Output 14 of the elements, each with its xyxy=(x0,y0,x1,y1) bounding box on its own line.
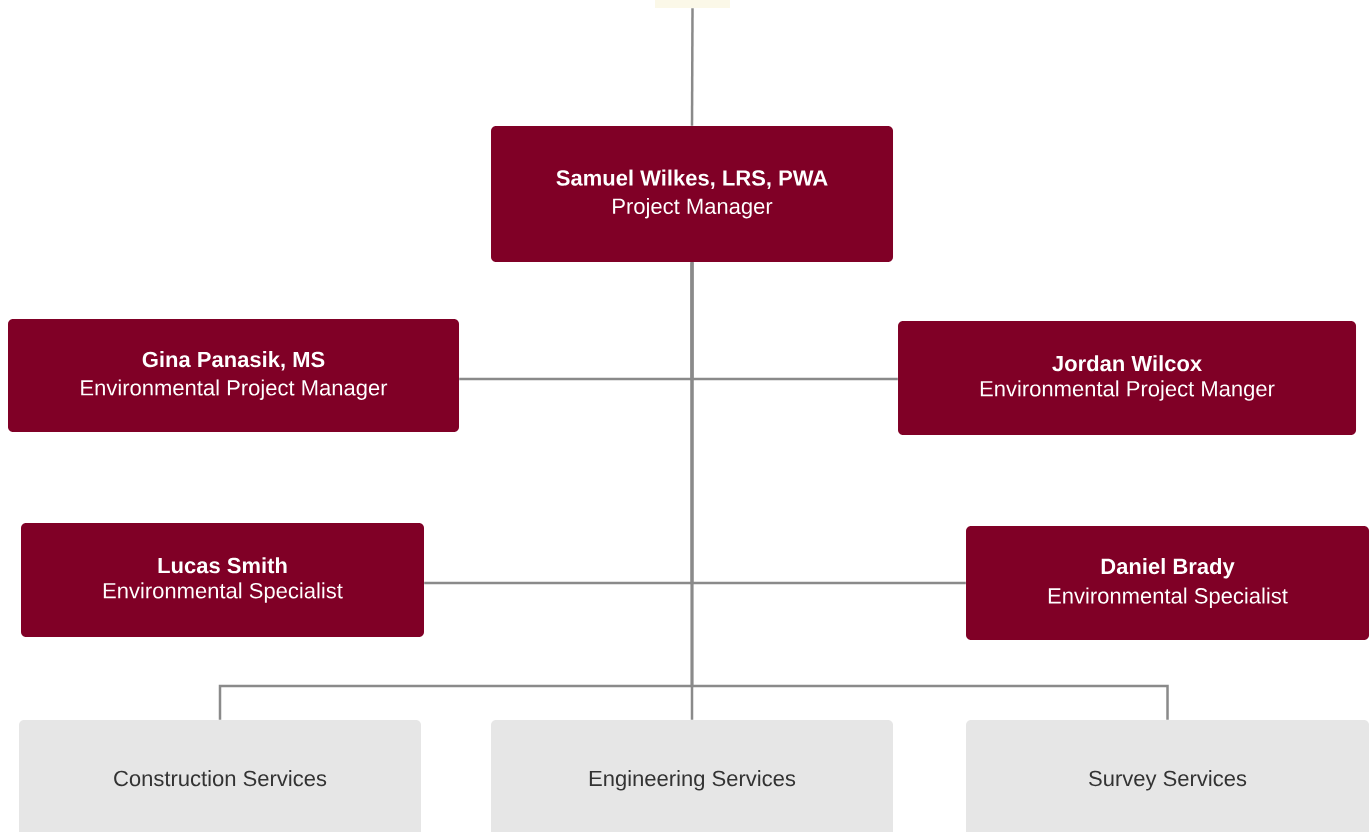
service-box xyxy=(19,720,421,832)
connector-line xyxy=(690,8,694,126)
node-label: Engineering Services xyxy=(589,770,796,791)
person-box: Daniel Brady Environmental Specialist xyxy=(966,526,1369,640)
node-label: Survey Services xyxy=(1089,770,1247,791)
person-box: Jordan Wilcox Environmental Project Manger xyxy=(898,321,1356,435)
person-box: Lucas Smith Environmental Specialist xyxy=(21,523,424,637)
person-box: Gina Panasik, MS Environmental Project Manager xyxy=(8,319,459,432)
service-box xyxy=(491,720,893,832)
box xyxy=(655,0,730,8)
service-box xyxy=(966,720,1369,832)
connector-line xyxy=(690,262,1169,720)
node-label: Construction Services xyxy=(114,770,327,787)
person-box: Samuel Wilkes, LRS, PWA Project Manager xyxy=(491,126,893,262)
